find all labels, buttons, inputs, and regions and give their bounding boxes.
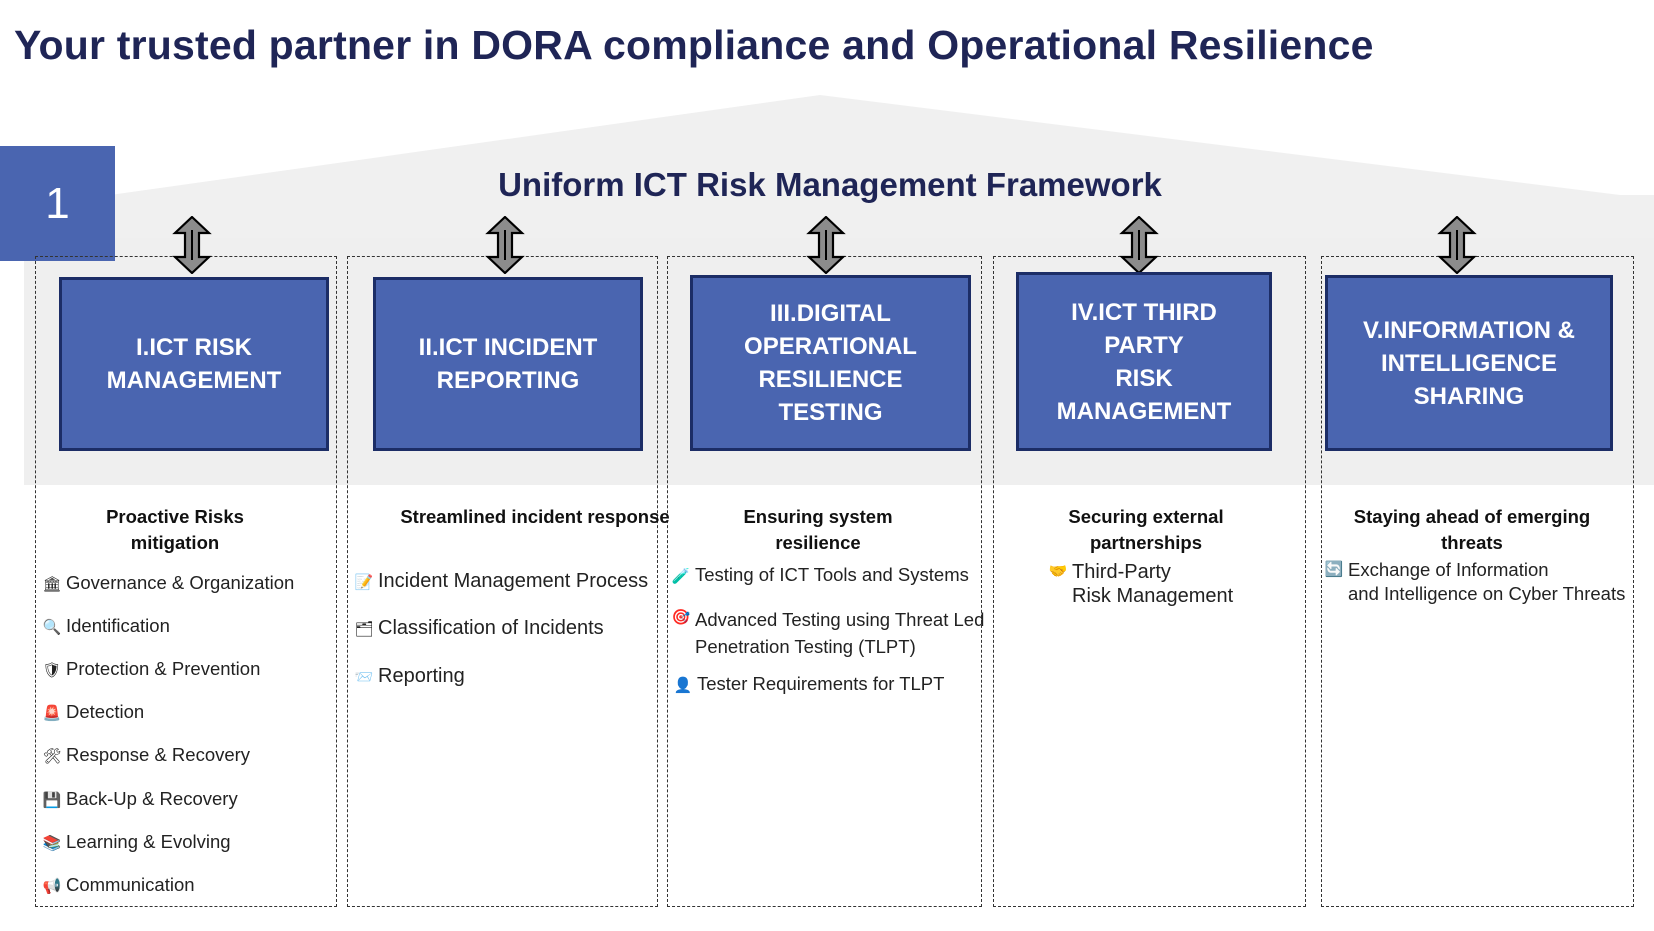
siren-icon: 🚨 xyxy=(42,705,62,722)
list-item: 🎯Advanced Testing using Threat Led Penet… xyxy=(669,606,985,660)
double-arrow-icon xyxy=(485,216,525,274)
list-item: 🧪Testing of ICT Tools and Systems xyxy=(669,563,969,589)
double-arrow-icon xyxy=(172,216,212,274)
pillar-ict-risk-management: I.ICT RISK MANAGEMENT xyxy=(59,277,329,451)
pillar-1-subtitle: Proactive Risks mitigation xyxy=(106,506,244,553)
double-arrow-icon xyxy=(1437,216,1477,274)
list-item: 🤝Third-Party Risk Management xyxy=(1046,560,1234,608)
framework-roof xyxy=(110,95,1654,250)
pillar-digital-operational-resilience-testing: III.DIGITAL OPERATIONAL RESILIENCE TESTI… xyxy=(690,275,971,451)
shield-icon: 🛡 xyxy=(42,662,62,679)
pillar-5-frame xyxy=(1321,256,1634,907)
list-item: 🔄Exchange of Information and Intelligenc… xyxy=(1322,558,1626,606)
megaphone-icon: 📢 xyxy=(42,878,62,895)
list-item: 📚Learning & Evolving xyxy=(40,830,231,856)
section-number-badge: 1 xyxy=(0,146,115,261)
memo-icon: 📝 xyxy=(354,574,374,591)
person-icon: 👤 xyxy=(673,677,693,694)
test-tube-icon: 🧪 xyxy=(671,568,691,585)
list-item: 🗂Classification of Incidents xyxy=(352,616,603,642)
list-item: 🛡Protection & Prevention xyxy=(40,657,260,683)
magnifier-icon: 🔍 xyxy=(42,619,62,636)
pillar-4-subtitle: Securing external partnerships xyxy=(1068,506,1224,553)
floppy-disk-icon: 💾 xyxy=(42,792,62,809)
pillar-3-subtitle: Ensuring system resilience xyxy=(743,506,893,553)
folder-icon: 🗂 xyxy=(354,621,374,638)
pillar-ict-third-party-risk-management: IV.ICT THIRD PARTY RISK MANAGEMENT xyxy=(1016,272,1272,451)
list-item: 🏛Governance & Organization xyxy=(40,571,294,597)
list-item: 💾Back-Up & Recovery xyxy=(40,787,238,813)
list-item: 🛠Response & Recovery xyxy=(40,743,250,769)
exchange-arrows-icon: 🔄 xyxy=(1324,561,1344,578)
double-arrow-icon xyxy=(1119,216,1159,274)
pillar-ict-incident-reporting: II.ICT INCIDENT REPORTING xyxy=(373,277,643,451)
list-item: 🚨Detection xyxy=(40,700,145,726)
list-item: 👤Tester Requirements for TLPT xyxy=(671,672,945,698)
page-title: Your trusted partner in DORA compliance … xyxy=(14,22,1374,68)
pillar-2-subtitle: Streamlined incident response xyxy=(400,506,670,527)
list-item: 🔍Identification xyxy=(40,614,170,640)
double-arrow-icon xyxy=(806,216,846,274)
list-item: 📨Reporting xyxy=(352,664,465,690)
books-icon: 📚 xyxy=(42,835,62,852)
handshake-icon: 🤝 xyxy=(1048,563,1068,580)
envelope-icon: 📨 xyxy=(354,669,374,686)
tools-icon: 🛠 xyxy=(42,748,62,765)
pillar-5-subtitle: Staying ahead of emerging threats xyxy=(1353,506,1591,553)
list-item: 📝Incident Management Process xyxy=(352,569,649,595)
pillar-information-intelligence-sharing: V.INFORMATION & INTELLIGENCE SHARING xyxy=(1325,275,1613,451)
framework-title: Uniform ICT Risk Management Framework xyxy=(498,166,1162,203)
institution-icon: 🏛 xyxy=(42,576,62,593)
target-icon: 🎯 xyxy=(671,609,691,626)
list-item: 📢Communication xyxy=(40,873,195,899)
